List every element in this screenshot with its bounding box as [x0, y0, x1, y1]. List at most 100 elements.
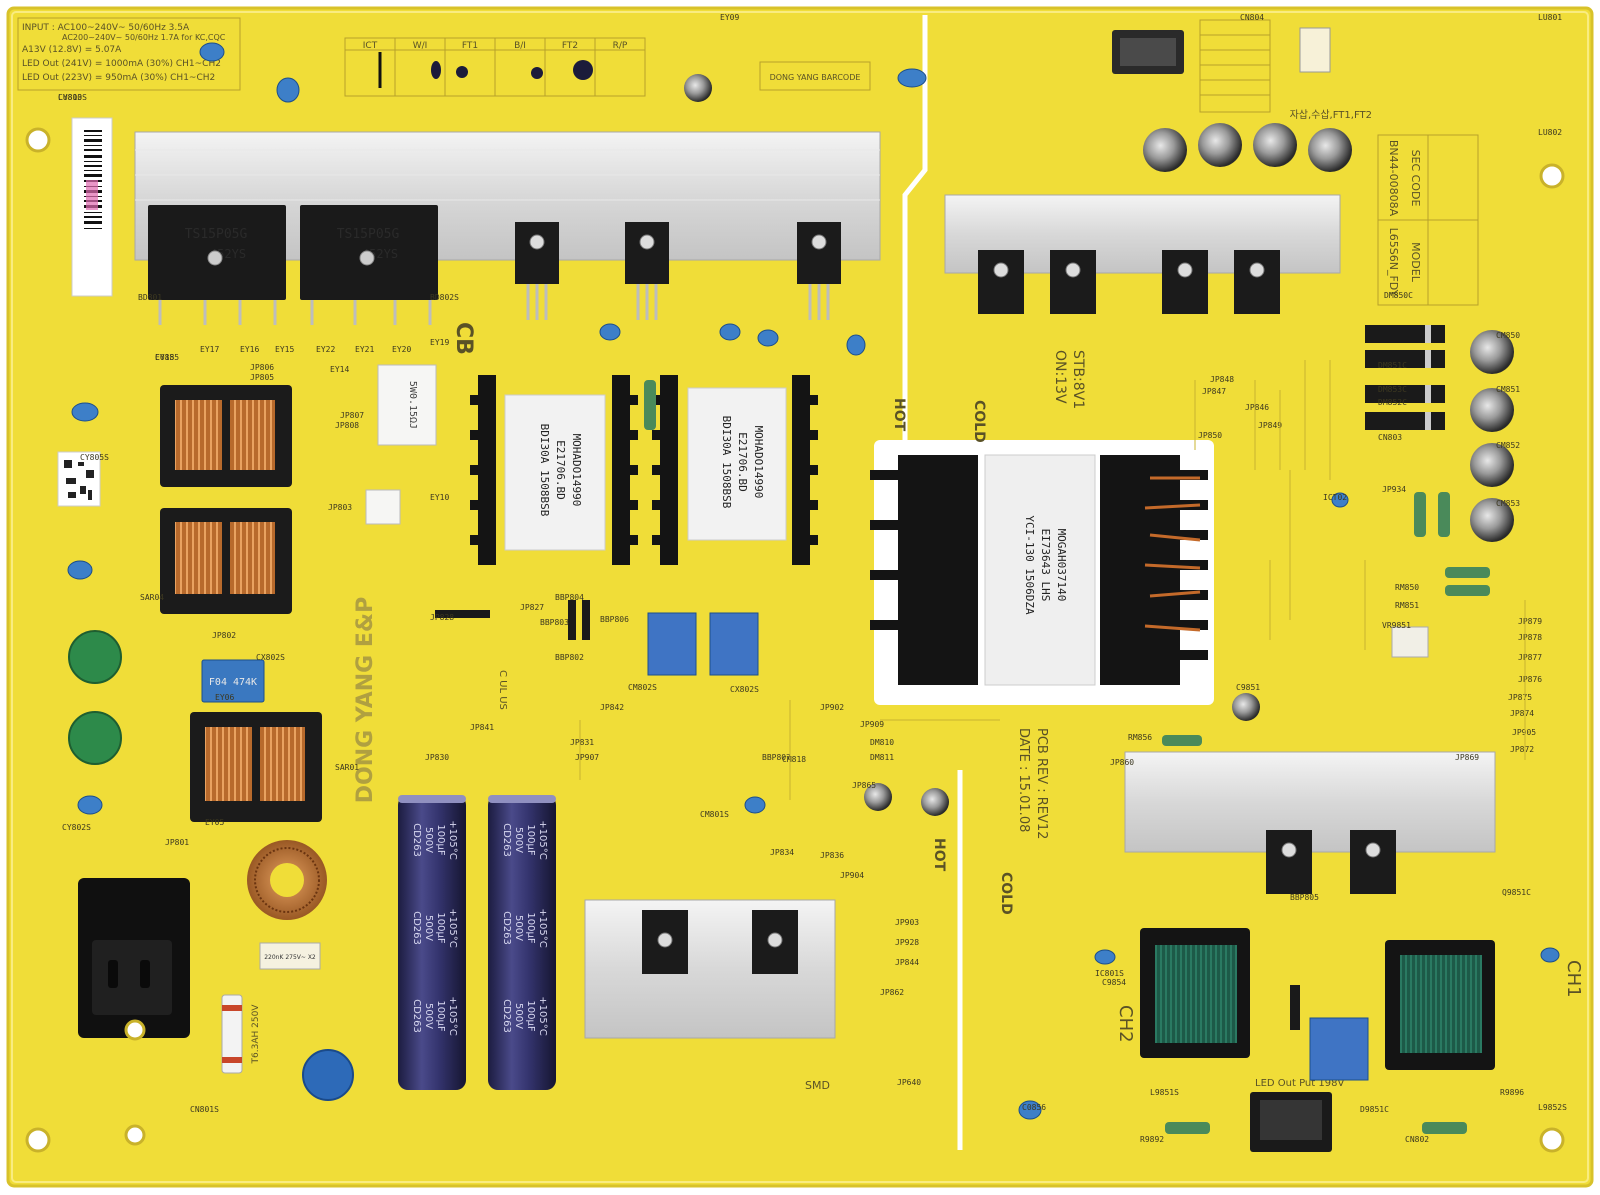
transformer-marking: BDI30A 1508BSB: [720, 416, 733, 509]
ref-designator: EY06: [215, 693, 234, 702]
capacitor-marking: 500V: [423, 827, 434, 853]
ref-designator: DM852C: [1378, 398, 1407, 407]
smd-label: SMD: [805, 1079, 830, 1092]
test-column-header: B/I: [514, 41, 526, 51]
capacitor-marking: CD263: [501, 911, 512, 945]
common-mode-choke-2: [160, 508, 292, 614]
capacitor-marking: 100μF: [435, 1000, 446, 1031]
capacitor-marking: 500V: [513, 1003, 524, 1029]
ac-inlet: [78, 878, 190, 1146]
output-capacitors: [684, 74, 1514, 816]
ref-designator: JP879: [1518, 617, 1542, 626]
ref-designator: JP849: [1258, 421, 1282, 430]
ref-designator: EY17: [200, 345, 219, 354]
test-column-header: R/P: [613, 41, 628, 51]
on-voltage-label: ON:13V: [1052, 350, 1068, 404]
ref-designator: JP801: [165, 838, 189, 847]
ref-designator: JP928: [895, 938, 919, 947]
transformer-marking: BDI30A 1508BSB: [538, 424, 551, 517]
spec-line: LED Out (223V) = 950mA (30%) CH1~CH2: [22, 73, 215, 83]
ref-designator: JP902: [820, 703, 844, 712]
ref-designator: JP808: [335, 421, 359, 430]
ref-designator: BBP805: [1290, 893, 1319, 902]
ref-designator: CN801S: [190, 1105, 219, 1114]
capacitor-marking: +105°C: [447, 996, 458, 1035]
ref-designator: JP909: [860, 720, 884, 729]
ref-designator: R9892: [1140, 1135, 1164, 1144]
model-label: MODEL: [1409, 242, 1422, 283]
ref-designator: JP847: [1202, 387, 1226, 396]
sec-code-value: BN44-00808A: [1387, 140, 1400, 217]
ref-designator: SAR04: [140, 593, 164, 602]
ref-designator: EY21: [355, 345, 374, 354]
capacitor-marking: 100μF: [525, 824, 536, 855]
ref-designator: JP831: [570, 738, 594, 747]
ref-designator: JP844: [895, 958, 919, 967]
sec-code-box: SEC CODE BN44-00808A MODEL L65S6N_FDY: [1377, 134, 1479, 306]
ref-designator: CN803: [1378, 433, 1402, 442]
ref-designator: JP803: [328, 503, 352, 512]
ref-designator: EY22: [316, 345, 335, 354]
channel-2-label: CH2: [1115, 1005, 1136, 1043]
transformer-marking: EI73643 LHS: [1039, 529, 1052, 602]
cb-label: CB: [451, 322, 476, 355]
ceramic-capacitors: [67, 42, 1560, 1120]
ref-designator: JP876: [1518, 675, 1542, 684]
capacitor-marking: CD263: [411, 999, 422, 1033]
capacitor-marking: CD263: [501, 999, 512, 1033]
rectifier-diodes: [435, 325, 1445, 1030]
ref-designator: LU801: [1538, 13, 1562, 22]
capacitor-marking: 500V: [513, 827, 524, 853]
capacitor-marking: +105°C: [537, 908, 548, 947]
bridge-rectifier-2: TS15P05G 452YS: [300, 205, 438, 300]
led-output-label: LED Out Put 198V: [1255, 1078, 1344, 1089]
barcode-sticker: [71, 117, 113, 297]
svg-text:5W0.15ΩJ: 5W0.15ΩJ: [407, 381, 418, 429]
ref-designator: CX802S: [256, 653, 285, 662]
ref-designator: ICT02: [1323, 493, 1347, 502]
ref-designator: JP907: [575, 753, 599, 762]
capacitor-marking: 500V: [423, 915, 434, 941]
transformer-marking: YCI-130 1506DZA: [1023, 515, 1036, 615]
ref-designator: CM853: [1496, 499, 1520, 508]
ref-designator: JP848: [1210, 375, 1234, 384]
hot-zone-label: HOT: [891, 398, 907, 432]
bridge-part-number: TS15P05G: [185, 227, 248, 242]
connector-cn802: [1250, 1092, 1332, 1152]
transistor-leads: [158, 284, 830, 325]
ref-designator: JP904: [840, 871, 864, 880]
led-inductor-ch1: [1385, 940, 1495, 1070]
ref-designator: BBP806: [600, 615, 629, 624]
ref-designator: L9852S: [1538, 1103, 1567, 1112]
ref-designator: EY09: [720, 13, 739, 22]
stb-voltage-label: STB:8V1: [1070, 350, 1086, 409]
ref-designator: CN804: [1240, 13, 1264, 22]
test-column-header: FT1: [462, 41, 478, 51]
ref-designator: BBP804: [555, 593, 584, 602]
ref-designator: JP905: [1512, 728, 1536, 737]
choke-label: 220nK 275V~ X2: [259, 942, 321, 970]
ref-designator: CN802: [1405, 1135, 1429, 1144]
test-column-header: FT2: [562, 41, 578, 51]
ref-designator: BBP802: [555, 653, 584, 662]
capacitor-marking: 100μF: [525, 912, 536, 943]
x2-capacitor-label: F04 474K: [209, 677, 257, 688]
ref-designator: DM853C: [1378, 385, 1407, 394]
ref-designator: BD802S: [430, 293, 459, 302]
certification-mark: C UL US: [497, 670, 508, 710]
capacitor-marking: +105°C: [537, 996, 548, 1035]
ref-designator: DM811: [870, 753, 894, 762]
common-mode-choke-1: [160, 385, 292, 487]
ref-designator: JP841: [470, 723, 494, 732]
capacitor-marking: +105°C: [447, 908, 458, 947]
silkscreen-lines: [579, 360, 1526, 800]
cold-zone-label: COLD: [998, 872, 1014, 915]
capacitor-marking: CD263: [411, 823, 422, 857]
ref-designator: C9854: [1102, 978, 1126, 987]
fuse: T6.3AH 250V: [221, 994, 261, 1074]
channel-1-label: CH1: [1563, 960, 1584, 998]
axial-resistors: [644, 380, 1490, 1134]
